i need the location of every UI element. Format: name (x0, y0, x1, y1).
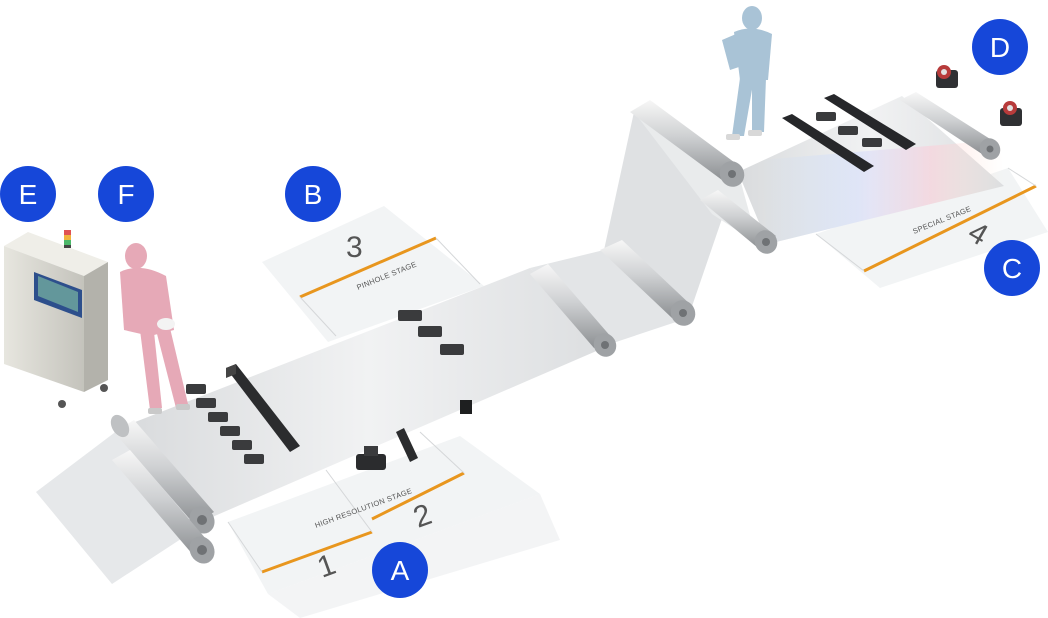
marker-a[interactable]: A (372, 542, 428, 598)
marker-d[interactable]: D (972, 19, 1028, 75)
marker-device-lower (1000, 101, 1022, 126)
marker-f[interactable]: F (98, 166, 154, 222)
svg-text:F: F (117, 179, 134, 210)
svg-text:B: B (304, 179, 323, 210)
operator-blue (722, 6, 772, 140)
svg-text:C: C (1002, 253, 1022, 284)
marker-e[interactable]: E (0, 166, 56, 222)
marker-b[interactable]: B (285, 166, 341, 222)
control-cabinet (4, 230, 108, 408)
marker-c[interactable]: C (984, 240, 1040, 296)
operator-pink (120, 243, 190, 414)
stage-3-number: 3 (346, 231, 363, 264)
svg-text:D: D (990, 32, 1010, 63)
svg-text:E: E (19, 179, 38, 210)
marker-device-upper (936, 65, 958, 88)
svg-text:A: A (391, 555, 410, 586)
